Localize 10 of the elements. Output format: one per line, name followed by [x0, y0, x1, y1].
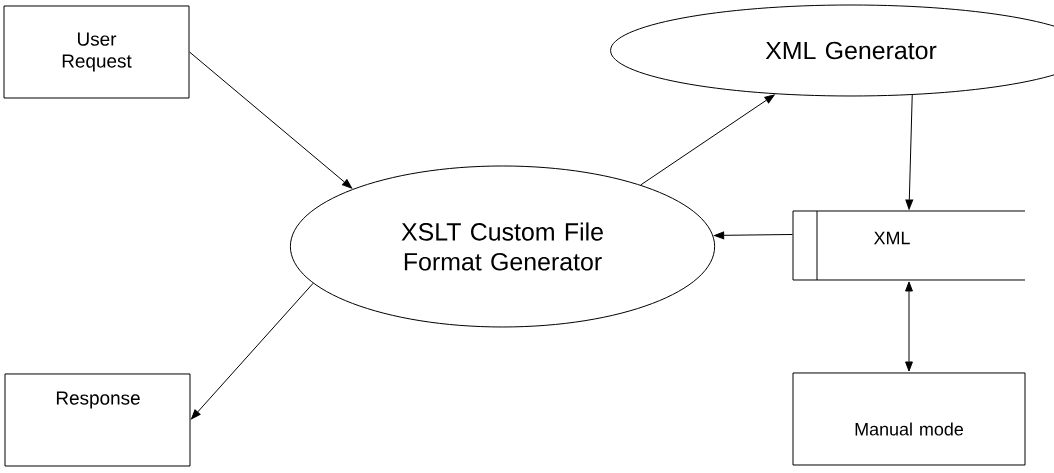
arrow [714, 231, 793, 240]
process-box: Response [4, 373, 191, 467]
arrow [189, 51, 353, 189]
process-box: Manual mode [792, 372, 1026, 466]
arrow [191, 282, 314, 420]
data-store: XML [792, 210, 1026, 281]
arrow [640, 94, 775, 186]
arrow [905, 281, 913, 372]
arrow [905, 94, 914, 210]
process-box: User Request [3, 5, 190, 99]
